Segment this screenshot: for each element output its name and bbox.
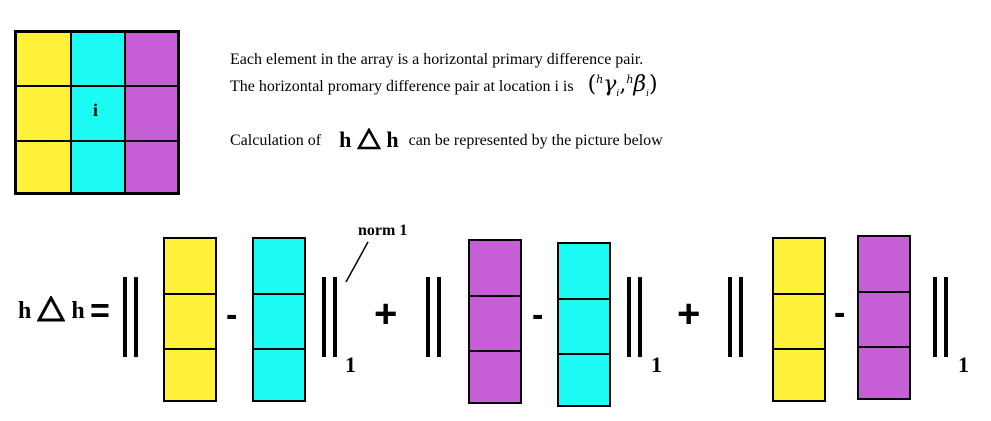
column-cyan: [557, 242, 611, 407]
column-yellow: [772, 237, 826, 402]
description-line-3-suffix: can be represented by the picture below: [408, 132, 663, 149]
lhs-h1: h: [18, 298, 32, 324]
pair-sup-h-1: h: [596, 73, 604, 86]
norm-subscript-2: 1: [651, 352, 662, 377]
norm-pointer-line: [345, 241, 369, 283]
grid-cell-purple: [125, 141, 178, 193]
grid-cell-purple: [125, 86, 178, 141]
grid-cell-yellow: [16, 86, 71, 141]
delta-icon: [356, 127, 382, 150]
norm-bar-left-3b: [739, 277, 743, 357]
grid-cell-center: [71, 86, 125, 141]
norm-subscript-1: 1: [345, 352, 356, 377]
description-line-3: Calculation of h h can be represented by…: [230, 127, 663, 153]
norm-bar-left-2a: [426, 277, 430, 357]
pair-comma: ,: [619, 72, 627, 97]
hdh-inline: h h: [339, 127, 399, 153]
delta-icon: [36, 294, 66, 322]
equation-lhs: h h: [18, 294, 85, 325]
norm-bar-right-1b: [333, 277, 337, 357]
norm-bar-right-1a: [322, 277, 326, 357]
column-purple: [857, 235, 911, 400]
pair-close-paren: ): [649, 72, 658, 97]
norm-bar-right-2b: [638, 277, 642, 357]
description-line-1: Each element in the array is a horizonta…: [230, 51, 644, 68]
norm-bar-left-3a: [728, 277, 732, 357]
minus-sign: -: [532, 296, 544, 334]
grid-cell-yellow: [16, 32, 71, 86]
column-cyan: [252, 237, 306, 402]
description-line-2-text: The horizontal promary difference pair a…: [230, 78, 574, 95]
equals-sign: =: [90, 292, 110, 330]
pair-sub-i-2: i: [646, 89, 650, 99]
plus-sign: +: [374, 292, 398, 336]
pair-sup-h-2: h: [626, 73, 634, 86]
column-purple: [468, 239, 522, 404]
grid-cell-cyan: [71, 32, 125, 86]
pair-gamma: γ: [603, 72, 617, 97]
minus-sign: -: [226, 296, 238, 334]
grid-cell-purple: [125, 32, 178, 86]
norm-bar-right-3a: [933, 277, 937, 357]
description-line-3-prefix: Calculation of: [230, 132, 322, 149]
description-line-2: The horizontal promary difference pair a…: [230, 72, 658, 99]
pair-open-paren: (: [587, 72, 597, 97]
norm-bar-left-1b: [134, 277, 138, 357]
hdh-inline-h1: h: [339, 127, 352, 152]
array-grid: i: [14, 30, 180, 195]
norm-bar-left-2b: [437, 277, 441, 357]
center-cell-label: i: [93, 100, 99, 120]
hdh-inline-h2: h: [386, 127, 399, 152]
lhs-h2: h: [71, 298, 85, 324]
difference-pair: (hγi,hβi): [587, 72, 658, 99]
grid-cell-cyan: [71, 141, 125, 193]
pair-beta: β: [633, 72, 647, 97]
norm-bar-right-3b: [944, 277, 948, 357]
norm-subscript-3: 1: [958, 352, 969, 377]
norm-bar-right-2a: [627, 277, 631, 357]
grid-cell-yellow: [16, 141, 71, 193]
column-yellow: [163, 237, 217, 402]
pair-sub-i-1: i: [616, 89, 620, 99]
plus-sign: +: [677, 292, 701, 336]
norm-bar-left-1a: [123, 277, 127, 357]
minus-sign: -: [834, 294, 846, 332]
norm-label: norm 1: [358, 222, 408, 239]
